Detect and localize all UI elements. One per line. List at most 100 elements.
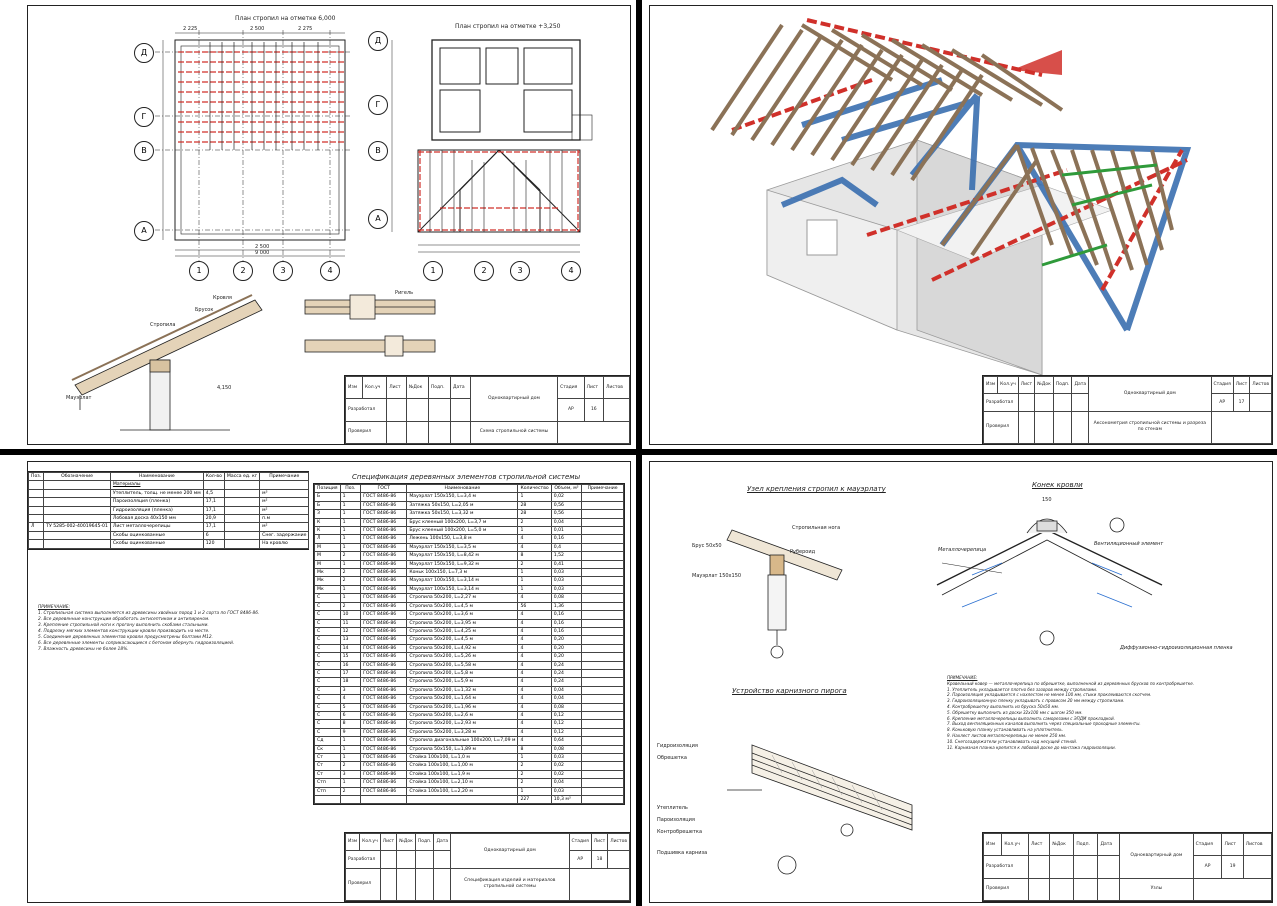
table-cell: С (314, 652, 341, 662)
mat-header: Кол-во (202, 471, 225, 482)
tb-hdr: Листов (1242, 832, 1273, 857)
table-cell: ГОСТ 8486-86 (360, 534, 408, 544)
tb-col: Дата (450, 375, 471, 400)
table-cell: З (314, 509, 341, 519)
table-cell (581, 702, 624, 712)
spec-header: Количество (517, 483, 552, 494)
table-cell: ГОСТ 8486-86 (360, 584, 408, 595)
table-cell (581, 652, 624, 662)
tb-role: Разработал (344, 398, 388, 422)
table-cell: ГОСТ 8486-86 (360, 736, 408, 746)
details-drawing (726, 517, 1163, 875)
table-cell: С (314, 643, 341, 654)
table-cell: 20,9 (202, 514, 225, 524)
table-cell: 8 (339, 719, 362, 729)
table-cell (581, 761, 624, 771)
table-cell: Стропила 50х200, L=5,58 м (406, 660, 519, 670)
table-cell (581, 710, 624, 721)
table-cell: Мауэрлат 150х150, L=3,5 м (406, 542, 519, 553)
table-cell: ГОСТ 8486-86 (360, 719, 408, 729)
table-cell (581, 677, 624, 687)
sheet-frame (27, 5, 631, 445)
table-cell (581, 618, 624, 628)
detail-label: Пароизоляция (657, 817, 695, 823)
note-line: Кровельный ковер — металлочерепица по об… (947, 680, 1195, 686)
table-cell (581, 752, 624, 763)
callout-label: Брусок (195, 307, 214, 313)
table-cell (581, 559, 624, 570)
table-cell: 2 (339, 551, 362, 561)
table-cell: Брус клееный 100х200, L=3,7 м (406, 517, 519, 528)
axis-bubble-v: В (134, 141, 154, 161)
note-line: 7. Влажность древесины не более 18%. (38, 647, 129, 652)
tb-stage: АР (568, 850, 592, 869)
table-cell (581, 593, 624, 603)
table-cell: Стропила 50х200, L=4,92 м (406, 643, 519, 654)
axis-bubble-1: 1 (189, 261, 209, 281)
table-cell: Скобы оцинкованные (109, 530, 204, 541)
notes-title: ПРИМЕЧАНИЕ: (38, 605, 70, 610)
table-cell: 4 (339, 694, 362, 704)
axis-bubble-g: Г (134, 107, 154, 127)
axis-bubble-d2: Д (368, 31, 388, 51)
table-cell: Лежень 100х150, L=3,8 м (406, 534, 519, 544)
table-cell: Лобовая доска 40х150 мм (109, 514, 204, 524)
axis-bubble-1b: 1 (423, 261, 443, 281)
table-cell (27, 505, 45, 516)
tb-col: Дата (1071, 375, 1090, 395)
table-cell: Л (314, 534, 341, 544)
table-cell: п.м (259, 514, 310, 524)
table-cell: Стропила 50х200, L=2,6 м (406, 710, 519, 721)
axis-bubble-a2: А (368, 209, 388, 229)
table-cell: 1 (517, 786, 552, 797)
note-line: 2. Все деревянные конструкции обработать… (38, 617, 210, 622)
table-cell: ГОСТ 8486-86 (360, 559, 408, 570)
table-cell: Стропила 50х200, L=1,96 м (406, 702, 519, 712)
table-cell: С (314, 626, 341, 637)
table-cell: 2 (517, 769, 552, 780)
table-cell (581, 736, 624, 746)
table-cell: 17,1 (202, 522, 225, 532)
table-cell: Стп (314, 778, 341, 788)
table-cell (27, 497, 45, 507)
table-cell: 1,52 (550, 551, 583, 561)
table-cell: Гидроизоляция (пленка) (109, 505, 204, 516)
table-cell: ГОСТ 8486-86 (360, 526, 408, 536)
table-cell (223, 514, 261, 524)
table-cell: 0,08 (550, 744, 583, 755)
table-cell: 4 (517, 593, 552, 603)
table-cell: ГОСТ 8486-86 (360, 593, 408, 603)
detail2-title: Конек кровли (1032, 481, 1083, 489)
axis-bubble-v2: В (368, 141, 388, 161)
table-cell: 2 (339, 568, 362, 578)
section-level: 4,150 (217, 385, 232, 391)
table-cell: С (314, 601, 341, 612)
table-cell: ГОСТ 8486-86 (360, 702, 408, 712)
note-line: 5. Соединение деревянных элементов кровл… (38, 635, 213, 640)
note-line: 1. Стропильная система выполняется из др… (38, 611, 260, 616)
table-cell: ГОСТ 8486-86 (360, 576, 408, 586)
table-cell: 0,20 (550, 643, 583, 654)
tb-role: Разработал (983, 855, 1029, 879)
tb-col: Лист (386, 375, 407, 400)
table-cell: 4 (517, 668, 552, 679)
table-cell: 15 (339, 652, 362, 662)
table-cell: 0,04 (550, 517, 583, 528)
table-cell (581, 643, 624, 654)
table-cell: 1 (339, 593, 362, 603)
note-line: 9. Нахлест листов металлочерепицы не мен… (947, 732, 1067, 738)
table-cell: Мк (314, 584, 341, 595)
table-cell: 0,24 (550, 668, 583, 679)
detail1-title: Узел крепления стропил к мауэрлату (747, 485, 886, 493)
node-sketches (304, 294, 436, 357)
table-cell (581, 685, 624, 696)
tb-col: №Док (405, 375, 429, 400)
table-cell: 17,1 (202, 505, 225, 516)
spec-notes: ПРИМЕЧАНИЕ: 1. Стропильная система выпол… (38, 605, 283, 653)
table-cell: 4 (517, 702, 552, 712)
